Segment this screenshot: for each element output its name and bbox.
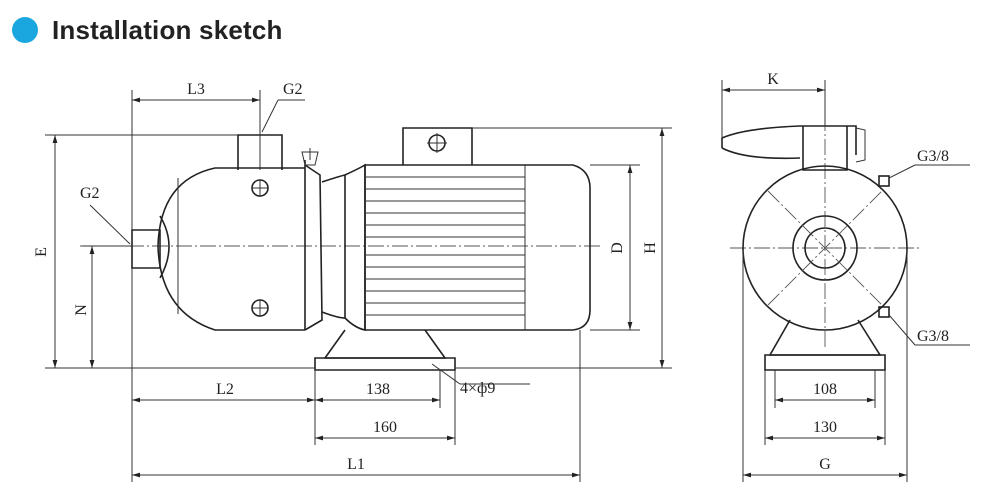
side-view-dimensions: L3 G2 G2 E N D H L2 138 (33, 81, 672, 482)
dim-label-108: 108 (813, 381, 837, 398)
dim-label-h: H (642, 242, 659, 254)
dim-label-l1: L1 (347, 456, 365, 473)
dim-label-g38-bot: G3/8 (917, 328, 949, 345)
dim-label-130: 130 (813, 419, 837, 436)
dim-label-l3: L3 (187, 81, 205, 98)
dim-label-g2-left: G2 (80, 185, 100, 202)
page-title: Installation sketch (52, 14, 283, 45)
dim-label-d: D (609, 242, 626, 254)
front-view-dimensions: K G3/8 G3/8 108 130 G (721, 71, 970, 482)
dim-label-l2: L2 (216, 381, 234, 398)
dim-label-e: E (33, 247, 50, 257)
dim-label-holes: 4×ф9 (460, 380, 495, 397)
dim-label-g2-top: G2 (283, 81, 303, 98)
side-view (80, 127, 600, 445)
dim-label-g: G (819, 456, 831, 473)
front-view (721, 115, 920, 371)
dim-label-g38-top: G3/8 (917, 148, 949, 165)
dim-label-k: K (767, 71, 779, 88)
bullet-icon (12, 17, 38, 43)
dim-label-160: 160 (373, 419, 397, 436)
dim-label-138: 138 (366, 381, 390, 398)
section-header: Installation sketch (12, 12, 283, 48)
dim-label-n: N (73, 304, 90, 316)
